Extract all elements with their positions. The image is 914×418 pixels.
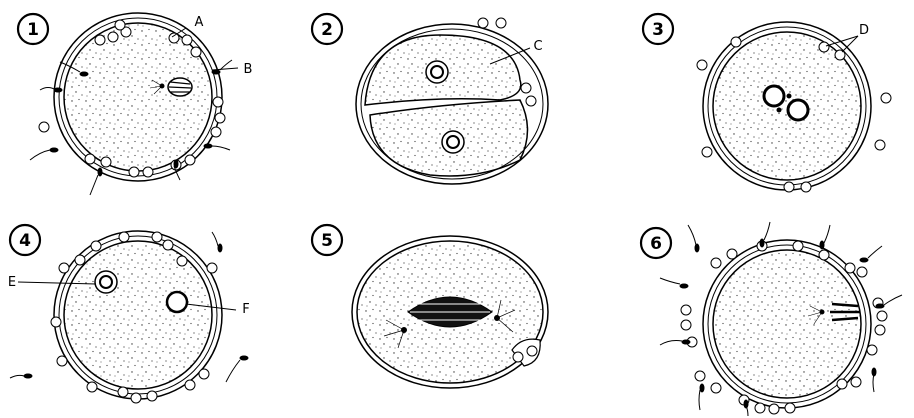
panel-number-2-badge: 2: [312, 14, 342, 44]
svg-text:E: E: [8, 275, 16, 290]
svg-text:A: A: [195, 15, 204, 30]
panel-number-3: 3: [652, 20, 664, 40]
svg-text:B: B: [244, 62, 253, 77]
panel-number-6-badge: 6: [641, 228, 671, 258]
panel-3: 3 D: [643, 14, 891, 192]
panel-number-5: 5: [321, 231, 333, 251]
panel-1: 1: [18, 13, 252, 195]
panel-4: 4 E F: [8, 225, 250, 403]
two-cell-embryo: [356, 24, 548, 184]
label-b: B: [212, 62, 252, 77]
panel-number-2: 2: [321, 20, 333, 40]
panel-number-3-badge: 3: [643, 14, 673, 44]
svg-text:F: F: [242, 302, 249, 317]
panel-number-5-badge: 5: [312, 225, 342, 255]
egg-cell-1: [54, 13, 222, 181]
svg-text:C: C: [533, 39, 542, 54]
panel-5: 5: [312, 225, 548, 388]
svg-text:D: D: [859, 23, 869, 38]
dividing-cell-5: [352, 236, 548, 388]
panel-number-4: 4: [19, 231, 31, 251]
egg-cell-3: [703, 22, 871, 190]
panel-number-4-badge: 4: [10, 225, 40, 255]
label-a: A: [172, 15, 204, 37]
panel-number-1: 1: [27, 20, 39, 40]
panel-6: 6: [641, 222, 902, 416]
panel-number-1-badge: 1: [18, 14, 48, 44]
panel-2: 2 C: [312, 14, 548, 184]
panel-number-6: 6: [650, 234, 662, 254]
